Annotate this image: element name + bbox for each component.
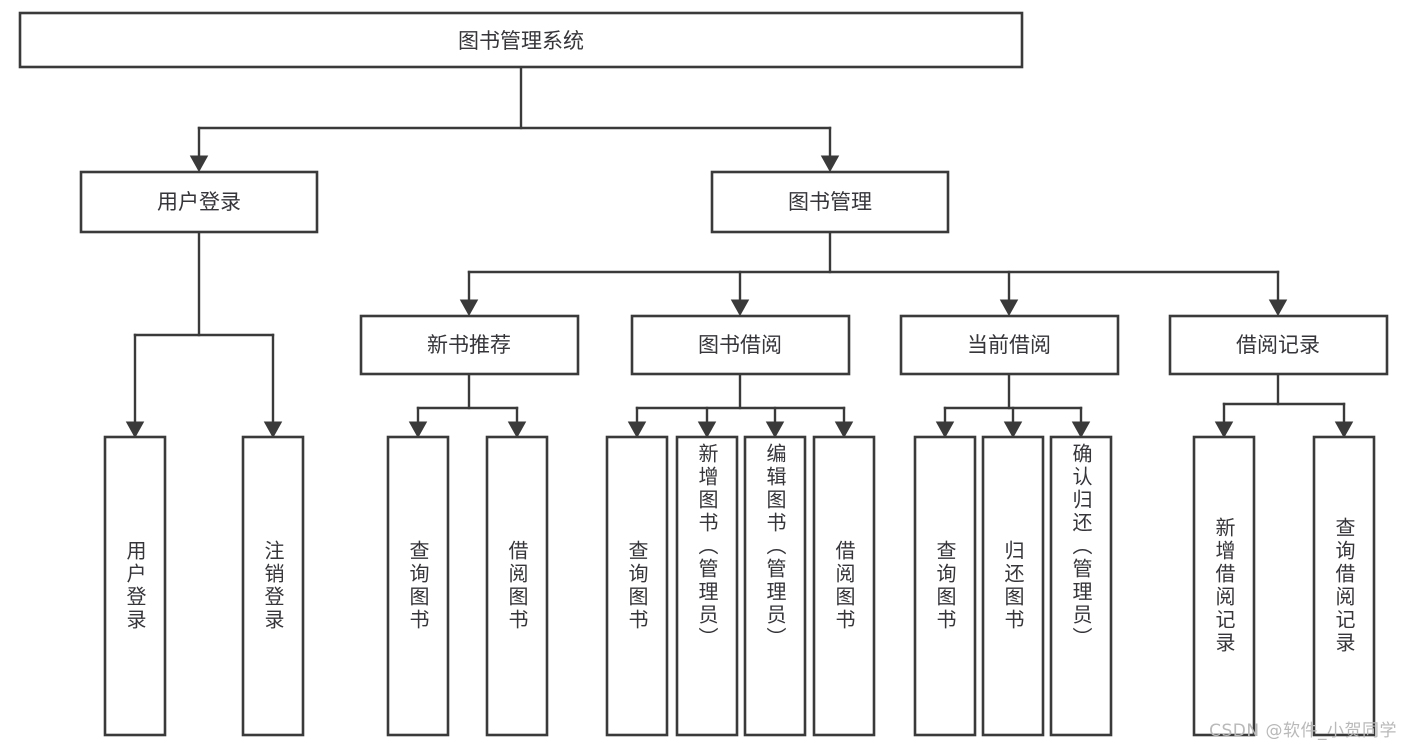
node-current-borrow[interactable]	[899, 314, 1120, 376]
node-leaf-add-book[interactable]	[675, 435, 739, 737]
connector-layer	[125, 65, 1354, 439]
node-leaf-query-book-borrow[interactable]	[605, 435, 669, 737]
node-leaf-user-login[interactable]	[103, 435, 167, 737]
node-new-book-rec[interactable]	[359, 314, 580, 376]
node-leaf-confirm-return[interactable]	[1049, 435, 1113, 737]
node-leaf-add-record[interactable]	[1192, 435, 1256, 737]
node-borrow-record[interactable]	[1168, 314, 1389, 376]
node-borrow-record-label: 借阅记录	[1236, 333, 1320, 357]
node-root-label: 图书管理系统	[458, 29, 584, 53]
node-leaf-logout[interactable]	[241, 435, 305, 737]
node-book-borrow[interactable]	[630, 314, 851, 376]
node-leaf-query-book-rec[interactable]	[386, 435, 450, 737]
node-leaf-borrow-book-rec[interactable]	[485, 435, 549, 737]
node-book-manage-label: 图书管理	[788, 190, 872, 214]
node-leaf-query-book-current[interactable]	[913, 435, 977, 737]
node-book-borrow-label: 图书借阅	[698, 333, 782, 357]
node-leaf-edit-book[interactable]	[743, 435, 807, 737]
node-leaf-borrow-book[interactable]	[812, 435, 876, 737]
node-current-borrow-label: 当前借阅	[967, 333, 1051, 357]
node-root[interactable]	[18, 11, 1024, 69]
node-user-login[interactable]	[79, 170, 319, 234]
node-new-book-rec-label: 新书推荐	[427, 333, 511, 357]
csdn-watermark: CSDN @软件_小贺同学	[1209, 721, 1397, 741]
node-user-login-label: 用户登录	[157, 190, 241, 214]
node-box-layer: 图书管理系统 用户登录 图书管理 新书推荐 图书借阅 当前借阅 借阅记录	[18, 11, 1389, 737]
node-book-manage[interactable]	[710, 170, 950, 234]
node-leaf-return-book[interactable]	[981, 435, 1045, 737]
node-leaf-query-record[interactable]	[1312, 435, 1376, 737]
